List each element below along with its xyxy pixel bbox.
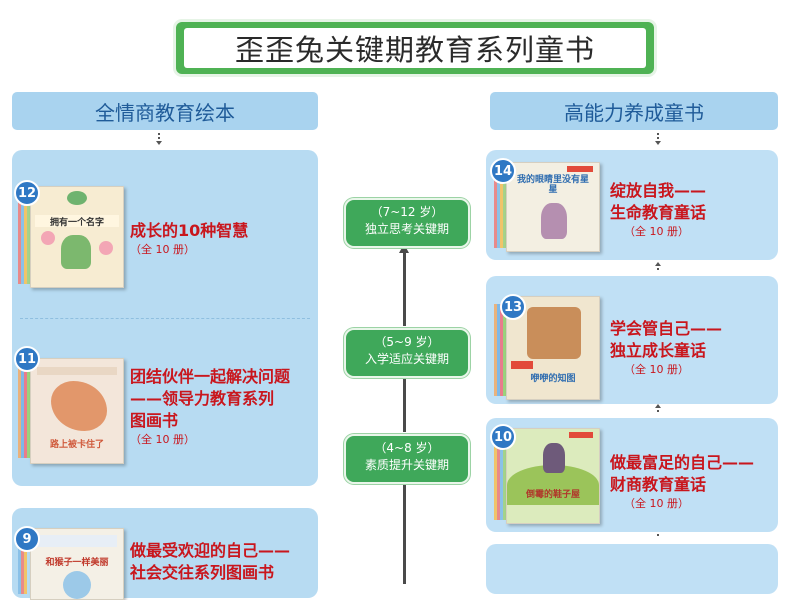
stage-name: 入学适应关键期	[364, 352, 449, 366]
flower-decor	[41, 231, 55, 245]
number-badge: 13	[500, 294, 526, 320]
up-arrow-small-icon	[655, 262, 661, 266]
book-title: 我的眼睛里没有星星	[516, 175, 589, 195]
book-header	[37, 367, 117, 375]
item-title: 做最富足的自己——	[610, 453, 755, 472]
volume-count: （全 10 册）	[130, 243, 195, 256]
stage-age: （5~9 岁）	[374, 335, 440, 349]
stage-badge-7-12: （7~12 岁） 独立思考关键期	[344, 198, 470, 248]
volume-count: （全 10 册）	[624, 497, 689, 510]
item-title: 学会管自己——	[610, 319, 723, 338]
volume-count: （全 10 册）	[624, 225, 689, 238]
stage-badge-5-9: （5~9 岁） 入学适应关键期	[344, 328, 470, 378]
book-header	[37, 535, 117, 547]
stage-age: （4~8 岁）	[374, 441, 440, 455]
illustration-character	[61, 235, 91, 269]
book-cover-9: 和猴子一样美丽	[30, 528, 124, 600]
stage-badge-4-8: （4~8 岁） 素质提升关键期	[344, 434, 470, 484]
number-badge: 9	[14, 526, 40, 552]
publisher-logo-icon	[569, 432, 593, 438]
book-title: 倒霉的鞋子屋	[525, 490, 580, 500]
item-description-13: 学会管自己—— 独立成长童话 （全 10 册）	[610, 318, 776, 378]
down-arrow-icon	[156, 141, 162, 145]
item-title: 做最受欢迎的自己——	[130, 541, 291, 560]
item-title: 团结伙伴一起解决问题	[130, 367, 291, 386]
tree-logo-icon	[67, 191, 87, 205]
item-title: 成长的10种智慧	[130, 221, 249, 240]
up-arrow-icon	[399, 244, 409, 253]
right-arrow-icon	[474, 452, 486, 468]
illustration-character	[543, 443, 565, 473]
up-arrow-small-icon	[655, 404, 661, 408]
down-arrow-icon	[655, 141, 661, 145]
stage-name: 素质提升关键期	[364, 458, 449, 472]
volume-count: （全 10 册）	[130, 433, 195, 446]
book-cover-14: 我的眼睛里没有星星	[506, 162, 600, 252]
item-subtitle: 社会交往系列图画书	[130, 563, 275, 582]
book-cover-11: 路上被卡住了	[30, 358, 124, 464]
item-title: 绽放自我——	[610, 181, 707, 200]
book-title: 路上被卡住了	[49, 440, 104, 450]
book-cover-12: 拥有一个名字	[30, 186, 124, 288]
publisher-logo-icon	[511, 361, 533, 369]
item-description-12: 成长的10种智慧 （全 10 册）	[130, 220, 310, 258]
book-title: 咿咿的知图	[530, 374, 576, 384]
panel-divider	[20, 318, 310, 320]
publisher-logo-icon	[567, 166, 593, 172]
book-cover-10: 倒霉的鞋子屋	[506, 428, 600, 524]
timeline-line	[403, 484, 406, 584]
item-description-11: 团结伙伴一起解决问题 ——领导力教育系列 图画书 （全 10 册）	[130, 366, 316, 448]
book-spines	[494, 168, 506, 248]
book-spines	[18, 188, 30, 284]
right-column-heading: 高能力养成童书	[490, 92, 778, 130]
book-spines	[18, 534, 27, 594]
right-panel-bottom	[486, 544, 778, 594]
left-arrow-icon	[320, 452, 332, 468]
connector-dots	[657, 133, 659, 141]
book-spines	[494, 436, 506, 520]
connector-dots	[158, 133, 160, 141]
book-spines	[494, 304, 506, 396]
item-subtitle-2: 图画书	[130, 411, 179, 430]
connector-dots	[657, 534, 659, 538]
illustration-character	[527, 307, 581, 359]
book-title: 拥有一个名字	[35, 215, 119, 228]
title-banner: 歪歪兔关键期教育系列童书	[176, 22, 654, 74]
flower-decor	[99, 241, 113, 255]
item-subtitle: 财商教育童话	[610, 475, 707, 494]
illustration-character	[63, 571, 91, 599]
item-subtitle: 生命教育童话	[610, 203, 707, 222]
number-badge: 14	[490, 158, 516, 184]
item-description-9: 做最受欢迎的自己—— 社会交往系列图画书	[130, 540, 316, 584]
item-description-14: 绽放自我—— 生命教育童话 （全 10 册）	[610, 180, 776, 240]
number-badge: 12	[14, 180, 40, 206]
illustration-character	[541, 203, 567, 239]
left-column-heading: 全情商教育绘本	[12, 92, 318, 130]
item-subtitle: ——领导力教育系列	[130, 389, 275, 408]
book-spines	[18, 362, 30, 458]
timeline-line	[403, 378, 406, 432]
book-title: 和猴子一样美丽	[45, 558, 109, 568]
item-description-10: 做最富足的自己—— 财商教育童话 （全 10 册）	[610, 452, 780, 512]
stage-name: 独立思考关键期	[364, 222, 449, 236]
item-subtitle: 独立成长童话	[610, 341, 707, 360]
number-badge: 11	[14, 346, 40, 372]
stage-age: （7~12 岁）	[370, 205, 444, 219]
volume-count: （全 10 册）	[624, 363, 689, 376]
illustration-character	[51, 381, 107, 431]
number-badge: 10	[490, 424, 516, 450]
page-title: 歪歪兔关键期教育系列童书	[184, 28, 646, 68]
timeline-line	[403, 252, 406, 326]
